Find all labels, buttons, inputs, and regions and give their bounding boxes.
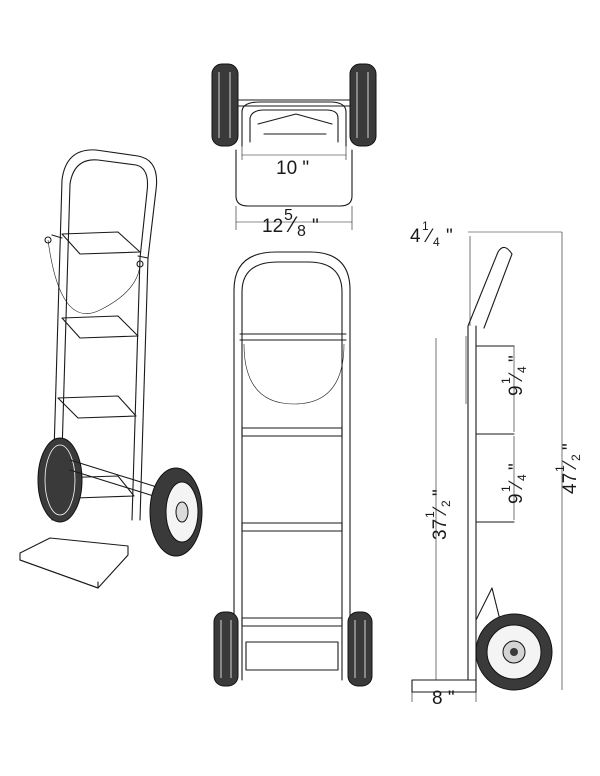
svg-text:": " [506,463,527,470]
svg-text:2: 2 [569,454,583,461]
svg-text:9: 9 [506,493,527,504]
svg-text:4: 4 [433,235,440,249]
svg-text:12: 12 [262,216,283,237]
svg-text:": " [430,489,451,496]
svg-text:8: 8 [297,223,306,240]
svg-text:⁄: ⁄ [424,226,434,247]
svg-text:": " [312,216,319,237]
nose-height-label: 37 1 ⁄ 2 " [423,489,453,540]
top-view: 10 " [211,63,377,230]
svg-text:": " [446,226,453,247]
svg-text:1: 1 [423,511,437,518]
svg-text:4: 4 [515,474,529,481]
upper-spacing-label: 9 1 ⁄ 4 " [499,355,529,396]
svg-text:⁄: ⁄ [506,480,527,490]
svg-text:": " [560,443,581,450]
svg-text:47: 47 [560,473,581,494]
svg-text:⁄: ⁄ [430,506,451,516]
front-view [213,251,373,687]
svg-text:1: 1 [553,465,567,472]
isometric-view [19,149,203,589]
svg-text:37: 37 [430,519,451,540]
nose-depth-label: 8 " [432,688,455,709]
svg-text:⁄: ⁄ [560,460,581,470]
svg-text:9: 9 [506,385,527,396]
lower-spacing-label: 9 1 ⁄ 4 " [499,463,529,504]
overall-width-label: 12 5 ⁄ 8 " [262,207,319,240]
svg-text:1: 1 [499,485,513,492]
axle-width-label: 10 " [276,158,309,179]
svg-text:4: 4 [515,366,529,373]
svg-text:": " [506,355,527,362]
svg-text:4: 4 [410,226,421,247]
svg-text:5: 5 [284,207,293,224]
svg-text:1: 1 [499,377,513,384]
svg-text:1: 1 [422,219,429,233]
overall-height-label: 47 1 ⁄ 2 " [553,443,583,494]
svg-text:2: 2 [439,500,453,507]
side-view [411,231,563,702]
handle-depth-label: 4 1 ⁄ 4 " [410,219,453,249]
svg-text:⁄: ⁄ [506,372,527,382]
